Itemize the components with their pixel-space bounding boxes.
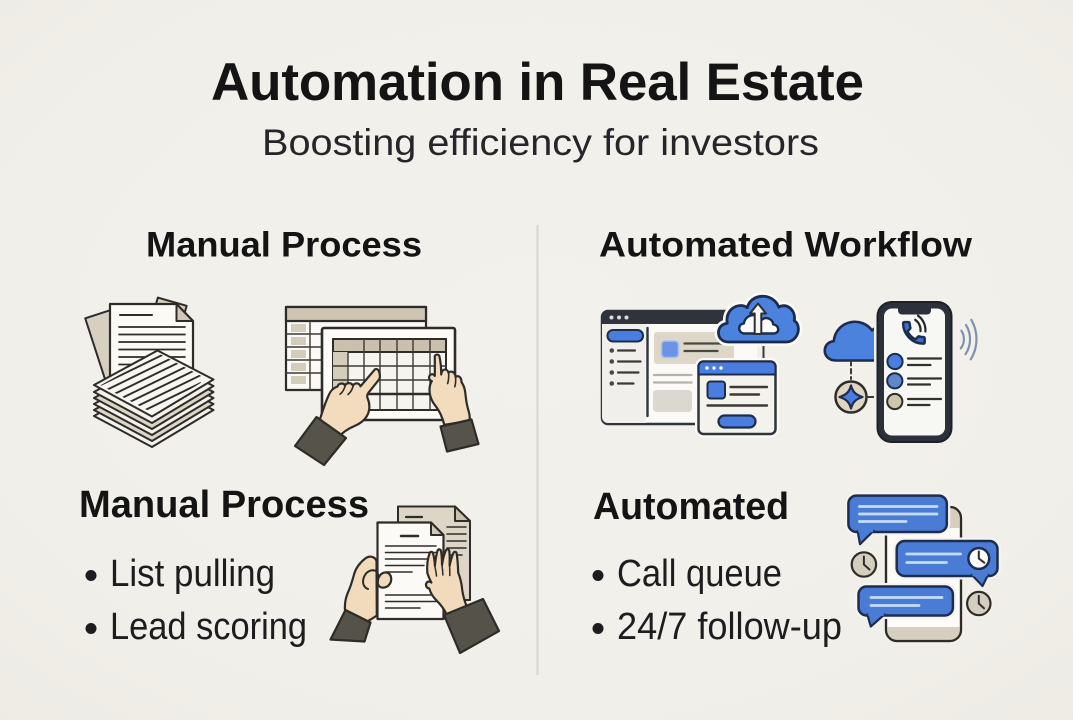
svg-text:Call queue: Call queue [617, 553, 782, 595]
svg-text:24/7 follow-up: 24/7 follow-up [617, 606, 842, 648]
svg-text:Automated: Automated [593, 486, 789, 528]
svg-text:Automation in Real Estate: Automation in Real Estate [211, 53, 864, 112]
svg-text:List pulling: List pulling [110, 553, 275, 595]
svg-text:Boosting efficiency for invest: Boosting efficiency for investors [262, 122, 819, 163]
svg-text:Manual Process: Manual Process [146, 226, 422, 265]
svg-text:Lead scoring: Lead scoring [110, 606, 307, 648]
svg-text:Automated Workflow: Automated Workflow [599, 226, 973, 265]
svg-text:Manual Process: Manual Process [79, 484, 369, 526]
